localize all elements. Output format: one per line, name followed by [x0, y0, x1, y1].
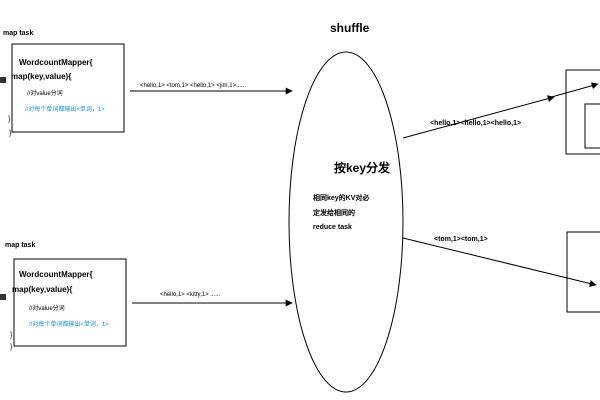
class-declaration-bottom: WordcountMapper{	[19, 270, 93, 279]
method-signature-top: map(key,value){	[11, 72, 72, 81]
mapper-box-bottom	[13, 258, 127, 347]
map-task-title-top: map task	[3, 30, 34, 37]
close-brace-inner-bottom: }	[10, 332, 13, 339]
comment-emit-bottom: //对每个单词都输出<单词，1>	[29, 322, 109, 328]
mapper-box-top	[11, 43, 125, 133]
doc-icon-top	[0, 77, 6, 83]
comment-tokenize-top: //对value分词	[27, 91, 63, 97]
map-task-title-bottom: map task	[5, 242, 36, 249]
shuffle-note-line3: reduce task	[313, 224, 352, 231]
reduce-input-label-bottom: <tom,1><tom,1>	[434, 236, 488, 243]
close-brace-outer-bottom: }	[10, 344, 13, 351]
shuffle-heading: 按key分发	[334, 161, 391, 175]
emit-label-top: <hello,1> <tom,1> <hello,1> <jim,1>.....…	[140, 83, 247, 89]
shuffle-note-line1: 相同key的KV对必	[313, 195, 370, 202]
shuffle-title: shuffle	[330, 21, 370, 35]
shuffle-note-line2: 定发给相同的	[313, 210, 355, 217]
close-brace-outer-top: }	[9, 130, 12, 137]
arrow-shuffle-to-reduce-bottom	[402, 237, 597, 287]
emit-label-bottom: <hello,1> <kitty,1> ......	[160, 292, 221, 298]
reduce-box-bottom	[566, 231, 600, 313]
reduce-input-label-top: <hello,1><hello,1><hello,1>	[430, 120, 522, 127]
close-brace-inner-top: }	[8, 116, 11, 123]
shuffle-ellipse	[288, 51, 404, 393]
comment-emit-top: //对每个单词都输出<单词，1>	[25, 107, 105, 113]
doc-icon-bottom	[0, 294, 6, 300]
class-declaration-top: WordcountMapper{	[19, 58, 93, 67]
reduce-box-top-inner	[584, 103, 600, 149]
method-signature-bottom: map(key,value){	[12, 285, 73, 294]
arrow-shuffle-to-reduce-top	[402, 95, 555, 139]
arrow-reduce-top-entry	[547, 82, 599, 99]
comment-tokenize-bottom: //对value分词	[29, 306, 65, 312]
